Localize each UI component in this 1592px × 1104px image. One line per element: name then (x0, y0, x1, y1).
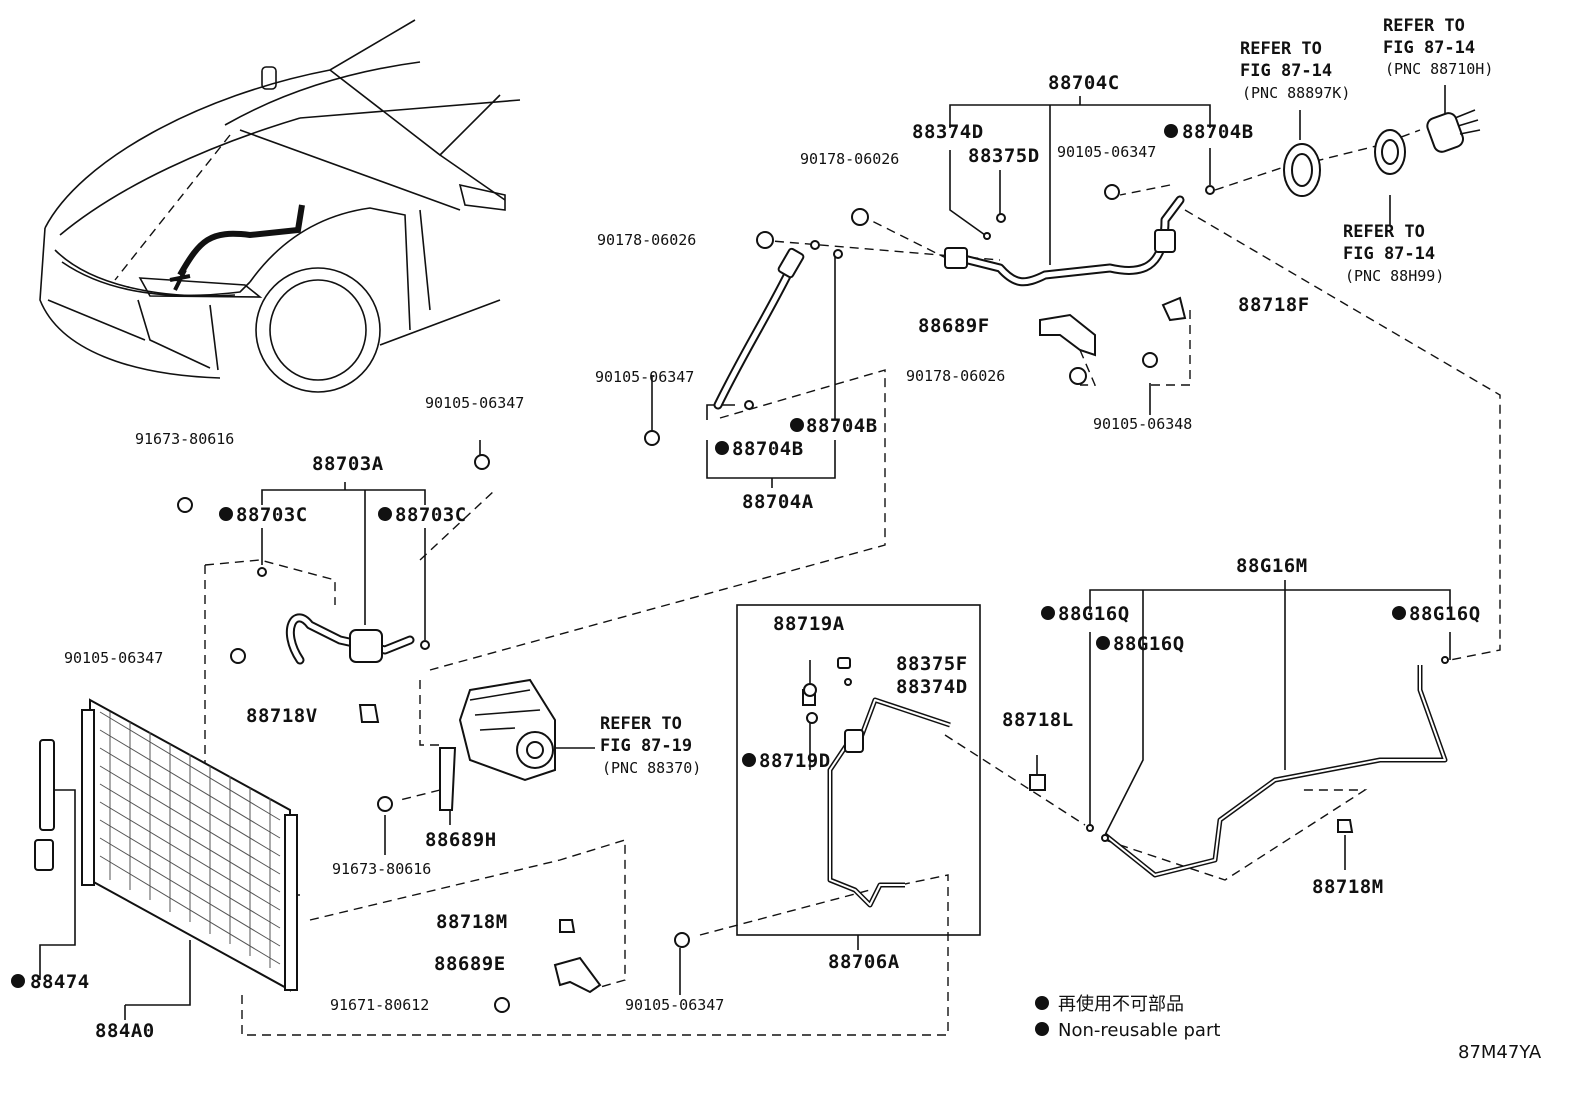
label-88703C-l: 88703C (236, 504, 308, 526)
svg-text:FIG 87-14: FIG 87-14 (1240, 61, 1332, 81)
label-88374D-mid: 88374D (896, 676, 968, 698)
svg-text:REFER TO: REFER TO (1240, 39, 1322, 59)
ref-88370: REFER TO FIG 87-19 (PNC 88370) (600, 714, 701, 777)
label-88474: 88474 (30, 971, 90, 993)
legend-jp: 再使用不可部品 (1058, 994, 1184, 1015)
legend-en: Non-reusable part (1058, 1020, 1220, 1041)
label-91673-top: 91673-80616 (135, 430, 234, 448)
label-88703C-r: 88703C (395, 504, 467, 526)
label-88375F: 88375F (896, 653, 968, 675)
label-88374D-top: 88374D (912, 121, 984, 143)
bolts (177, 184, 1158, 1013)
svg-text:FIG 87-14: FIG 87-14 (1343, 244, 1435, 264)
label-88718M-bottom: 88718M (436, 911, 508, 933)
oring-parts-top (744, 185, 1215, 410)
svg-text:FIG 87-19: FIG 87-19 (600, 736, 692, 756)
label-88375D: 88375D (968, 145, 1040, 167)
svg-text:(PNC 88370): (PNC 88370) (602, 759, 701, 777)
compressor (439, 678, 556, 811)
label-90178-a: 90178-06026 (800, 150, 899, 168)
label-88718L: 88718L (1002, 709, 1074, 731)
pipe-88706A (802, 657, 951, 908)
label-88704A: 88704A (742, 491, 814, 513)
label-90105-bot: 90105-06347 (625, 996, 724, 1014)
hose-88704A (713, 240, 820, 410)
label-91673-bot: 91673-80616 (332, 860, 431, 878)
label-88689E: 88689E (434, 953, 506, 975)
label-91671: 91671-80612 (330, 996, 429, 1014)
label-90105-top: 90105-06347 (1057, 143, 1156, 161)
ref-88H99: REFER TO FIG 87-14 (PNC 88H99) (1343, 222, 1444, 285)
svg-text:FIG 87-14: FIG 87-14 (1383, 38, 1475, 58)
label-88718V: 88718V (246, 705, 318, 727)
label-88G16Q-r: 88G16Q (1409, 603, 1481, 625)
label-88703A: 88703A (312, 453, 384, 475)
pressure-sensor-parts (1283, 109, 1481, 197)
hose-88703A (257, 567, 430, 723)
label-90105-hose: 90105-06347 (64, 649, 163, 667)
label-90105-comp: 90105-06347 (425, 394, 524, 412)
label-88689F: 88689F (918, 315, 990, 337)
label-88G16M: 88G16M (1236, 555, 1308, 577)
label-88704B-mid: 88704B (806, 415, 878, 437)
bracket-88689E (553, 919, 602, 994)
dryer-88474 (34, 739, 55, 871)
svg-text:REFER TO: REFER TO (1383, 16, 1465, 36)
vehicle-illustration (39, 19, 521, 393)
label-88718M-right: 88718M (1312, 876, 1384, 898)
svg-text:REFER TO: REFER TO (600, 714, 682, 734)
label-88G16Q-l: 88G16Q (1058, 603, 1130, 625)
svg-text:(PNC 88897K): (PNC 88897K) (1242, 84, 1350, 102)
label-88719D: 88719D (759, 750, 831, 772)
legend: 再使用不可部品 Non-reusable part (1058, 994, 1220, 1041)
label-88704B-low: 88704B (732, 438, 804, 460)
hose-88704C (944, 195, 1185, 287)
label-90178-b: 90178-06026 (597, 231, 696, 249)
ref-88897K: REFER TO FIG 87-14 (PNC 88897K) (1240, 39, 1350, 102)
figure-code: 87M47YA (1458, 1042, 1542, 1063)
label-88719A: 88719A (773, 613, 845, 635)
nonreusable-markers (11, 124, 1406, 1036)
label-90105-06348: 90105-06348 (1093, 415, 1192, 433)
label-884A0: 884A0 (95, 1020, 155, 1042)
reference-notes: REFER TO FIG 87-14 (PNC 88897K) REFER TO… (600, 16, 1493, 777)
part-labels: 88704C 88374D 88375D 90178-06026 90178-0… (30, 72, 1481, 1042)
label-90105-left: 90105-06347 (595, 368, 694, 386)
label-88689H: 88689H (425, 829, 497, 851)
label-88706A: 88706A (828, 951, 900, 973)
label-88718F: 88718F (1238, 294, 1310, 316)
label-88704B-top: 88704B (1182, 121, 1254, 143)
ref-88710H: REFER TO FIG 87-14 (PNC 88710H) (1383, 16, 1493, 78)
svg-text:(PNC 88710H): (PNC 88710H) (1385, 60, 1493, 78)
label-88G16Q-m: 88G16Q (1113, 633, 1185, 655)
svg-text:REFER TO: REFER TO (1343, 222, 1425, 242)
label-88704C: 88704C (1048, 72, 1120, 94)
svg-text:(PNC 88H99): (PNC 88H99) (1345, 267, 1444, 285)
pipe-88G16M (1029, 656, 1449, 878)
clamp-88718F (1161, 296, 1187, 322)
condenser-884A0 (81, 698, 298, 992)
label-90178-c: 90178-06026 (906, 367, 1005, 385)
bracket-88689F (1039, 313, 1096, 357)
